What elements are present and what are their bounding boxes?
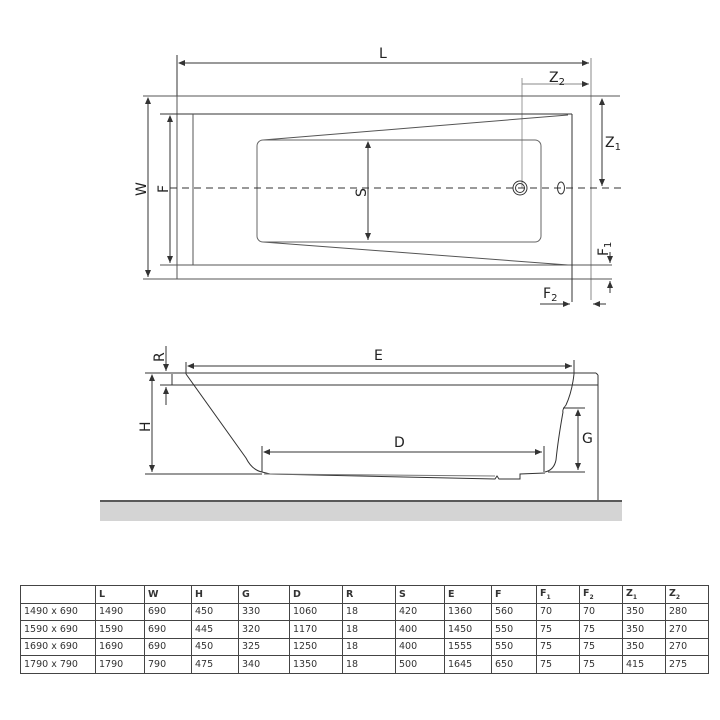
table-cell: 350	[622, 602, 666, 621]
header-cell	[20, 585, 96, 604]
table-cell: 445	[191, 620, 239, 639]
table-cell: 1250	[289, 637, 343, 656]
table-cell: 650	[491, 655, 537, 674]
table-cell: 75	[579, 620, 623, 639]
table-cell: 1590 x 690	[20, 620, 96, 639]
table-row: 1790 x 790 1790 790 475 340 1350 18 500 …	[20, 655, 709, 674]
header-cell: F2	[579, 585, 623, 604]
table-cell: 690	[144, 637, 192, 656]
table-cell: 325	[238, 637, 290, 656]
label-F2: F2	[543, 286, 557, 304]
table-row: 1690 x 690 1690 690 450 325 1250 18 400 …	[20, 637, 709, 656]
dimensions-table: L W H G D R S E F F1 F2 Z1 Z2 1490 x 690…	[20, 585, 709, 674]
table-cell: 320	[238, 620, 290, 639]
table-cell: 1170	[289, 620, 343, 639]
table-cell: 1350	[289, 655, 343, 674]
header-cell: F1	[536, 585, 580, 604]
header-cell: W	[144, 585, 192, 604]
label-Z2: Z2	[549, 70, 565, 88]
label-D: D	[394, 435, 405, 451]
table-cell: 350	[622, 620, 666, 639]
table-cell: 70	[536, 602, 580, 621]
table-cell: 70	[579, 602, 623, 621]
table-cell: 330	[238, 602, 290, 621]
table-header-row: L W H G D R S E F F1 F2 Z1 Z2	[20, 585, 709, 604]
table-cell: 1690 x 690	[20, 637, 96, 656]
table-cell: 75	[579, 655, 623, 674]
label-F: F	[156, 185, 172, 193]
table-cell: 18	[342, 602, 396, 621]
header-cell: Z1	[622, 585, 666, 604]
table-cell: 270	[665, 637, 709, 656]
table-cell: 18	[342, 655, 396, 674]
table-row: 1490 x 690 1490 690 450 330 1060 18 420 …	[20, 602, 709, 621]
label-G: G	[582, 431, 593, 447]
side-view-labels: R E H D G	[138, 348, 593, 451]
table-cell: 400	[395, 637, 445, 656]
header-cell: Z2	[665, 585, 709, 604]
table-cell: 75	[536, 655, 580, 674]
table-row: 1590 x 690 1590 690 445 320 1170 18 400 …	[20, 620, 709, 639]
table-cell: 690	[144, 602, 192, 621]
table-cell: 18	[342, 620, 396, 639]
table-cell: 415	[622, 655, 666, 674]
label-E: E	[374, 348, 383, 364]
table-cell: 1790 x 790	[20, 655, 96, 674]
table-cell: 475	[191, 655, 239, 674]
table-cell: 790	[144, 655, 192, 674]
table-cell: 560	[491, 602, 537, 621]
table-cell: 1490 x 690	[20, 602, 96, 621]
table-cell: 400	[395, 620, 445, 639]
table-cell: 270	[665, 620, 709, 639]
table-cell: 550	[491, 637, 537, 656]
table-cell: 500	[395, 655, 445, 674]
table-cell: 75	[579, 637, 623, 656]
header-cell: G	[238, 585, 290, 604]
table-cell: 280	[665, 602, 709, 621]
table-cell: 75	[536, 620, 580, 639]
table-cell: 420	[395, 602, 445, 621]
top-view	[143, 55, 622, 307]
table-cell: 450	[191, 637, 239, 656]
header-cell: R	[342, 585, 396, 604]
table-cell: 1645	[444, 655, 492, 674]
label-F1: F1	[596, 242, 614, 256]
label-Z1: Z1	[605, 135, 621, 153]
table-cell: 1555	[444, 637, 492, 656]
table-cell: 18	[342, 637, 396, 656]
side-view	[100, 346, 622, 502]
table-cell: 340	[238, 655, 290, 674]
header-cell: S	[395, 585, 445, 604]
top-view-labels: L Z2 Z1 W F S F1 F2	[134, 46, 621, 304]
header-cell: H	[191, 585, 239, 604]
label-R: R	[152, 352, 168, 362]
label-H: H	[138, 421, 154, 432]
table-cell: 1690	[95, 637, 145, 656]
table-cell: 75	[536, 637, 580, 656]
header-cell: E	[444, 585, 492, 604]
table-cell: 1060	[289, 602, 343, 621]
table-cell: 1490	[95, 602, 145, 621]
label-S: S	[354, 188, 370, 197]
header-cell: D	[289, 585, 343, 604]
table-cell: 450	[191, 602, 239, 621]
floor	[100, 502, 622, 521]
table-cell: 275	[665, 655, 709, 674]
label-L: L	[379, 46, 387, 62]
table-cell: 350	[622, 637, 666, 656]
label-W: W	[134, 182, 150, 196]
table-cell: 1790	[95, 655, 145, 674]
table-cell: 1360	[444, 602, 492, 621]
table-cell: 1590	[95, 620, 145, 639]
table-cell: 550	[491, 620, 537, 639]
bathtub-technical-drawing: L Z2 Z1 W F S F1 F2	[100, 46, 622, 521]
header-cell: L	[95, 585, 145, 604]
table-cell: 1450	[444, 620, 492, 639]
table-cell: 690	[144, 620, 192, 639]
header-cell: F	[491, 585, 537, 604]
